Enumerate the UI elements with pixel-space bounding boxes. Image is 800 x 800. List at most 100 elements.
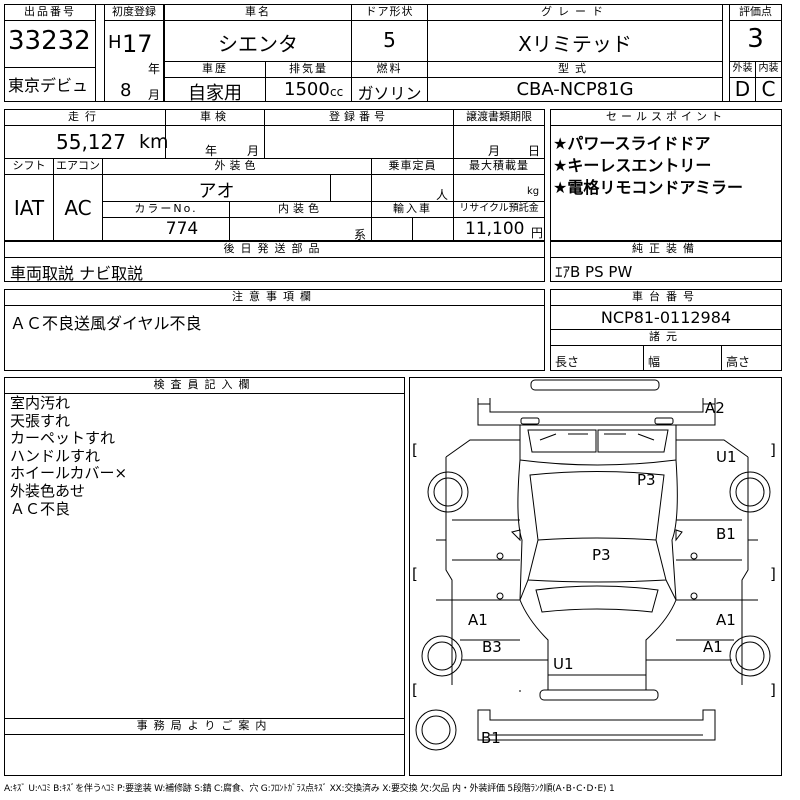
inspector-list: 室内汚れ 天張すれ カーペットすれ ハンドルすれ ホイールカバー× 外装色あせ … (10, 394, 128, 518)
ext-color-value: アオ (198, 181, 235, 202)
grade-header: グレード (427, 4, 723, 21)
inspector-item: ハンドルすれ (10, 446, 101, 465)
interior-grade-header: 内装 (755, 61, 782, 78)
diagram-wheel-fl-inner (433, 477, 463, 507)
int-color-header: 内装色 (229, 201, 372, 218)
diagram-right-side-2 (742, 539, 758, 601)
aircon-value: AC (64, 196, 92, 220)
capacity-header: 乗車定員 (371, 158, 454, 175)
displacement-header: 排気量 (265, 61, 352, 78)
equipment-value: ｴｱB PS PW (555, 263, 633, 281)
car-diagram: [ ] [ ] [ ] A2 P3 U1 P3 B1 A1 A1 B3 A1 U… (412, 379, 776, 751)
specs-length-label: 長さ (555, 355, 580, 369)
inspector-item: カーペットすれ (10, 429, 116, 448)
docs-deadline-month-unit: 月 (488, 144, 501, 158)
first-reg-cell (104, 20, 164, 102)
inspection-header: 車検 (165, 109, 265, 126)
notes-cell (4, 305, 545, 371)
door-value: 5 (383, 28, 396, 52)
capacity-unit: 人 (436, 188, 449, 202)
car-name-header: 車名 (164, 4, 352, 21)
recycle-header: リサイクル預託金 (453, 201, 545, 218)
fuel-header: 燃料 (351, 61, 428, 78)
diagram-front-bumper (477, 398, 716, 426)
diagram-spare-wheel (415, 709, 457, 751)
mark-left-rear: B3 (482, 638, 502, 656)
diagram-handle-rr (690, 592, 698, 600)
sales-point-3: ★電格リモコンドアミラー (553, 178, 744, 197)
recycle-value: 11,100 (465, 219, 525, 239)
history-value: 自家用 (188, 83, 242, 104)
diagram-wheel-fl (427, 471, 469, 513)
shift-value: IAT (13, 196, 45, 220)
mileage-value: 55,127 (56, 130, 126, 154)
diagram-wheel-rl-inner (427, 641, 457, 671)
inspector-item: ホイールカバー× (10, 464, 128, 483)
first-reg-year: 17 (122, 30, 153, 58)
diagram-roof-inner (527, 539, 667, 583)
first-reg-month: 8 (120, 80, 132, 101)
score-value: 3 (747, 24, 764, 54)
sales-point-2: ★キーレスエントリー (553, 156, 712, 175)
mark-front-left-fender: U1 (716, 448, 737, 466)
ext-color-header: 外装色 (102, 158, 372, 175)
aircon-header: エアコン (53, 158, 103, 175)
grade-value: Xリミテッド (518, 32, 632, 56)
diagram-top-strip (530, 379, 660, 391)
later-parts-value: 車両取説 ナビ取説 (10, 264, 144, 283)
exterior-grade-value: D (734, 77, 751, 101)
mark-rear-bumper: B1 (481, 729, 501, 747)
sales-points-header: セールスポイント (550, 109, 782, 126)
diagram-front-light-right (654, 417, 674, 425)
diagram-wheel-rr-inner (735, 641, 765, 671)
diagram-mirror-right (675, 529, 683, 542)
specs-height-label: 高さ (726, 355, 751, 369)
auction-no-value: 33232 (8, 26, 91, 56)
diagram-windshield (527, 429, 669, 453)
later-parts-header: 後日発送部品 (4, 241, 545, 258)
diagram-rear-glass (535, 585, 659, 613)
diagram-left-side (445, 439, 548, 685)
equipment-header: 純正装備 (550, 241, 782, 258)
diagram-handle-fr (690, 552, 698, 560)
displacement-unit: cc (330, 85, 344, 99)
diagram-rear-strip (539, 689, 659, 701)
mark-right-rear: A1 (703, 638, 723, 656)
mark-rear-gate: U1 (553, 655, 574, 673)
inspector-header: 検査員記入欄 (4, 377, 405, 394)
displacement-value: 1500 (284, 79, 330, 100)
diagram-spare-wheel-inner (421, 715, 451, 745)
venue-cell (4, 67, 96, 102)
import-cell-b (412, 217, 454, 241)
first-reg-header: 初度登録 (104, 4, 164, 21)
diagram-hood (519, 425, 677, 466)
diagram-left-side-2 (436, 539, 452, 601)
diagram-front-light-left (520, 417, 540, 425)
diagram-roof (529, 471, 665, 541)
mark-right-front-door: B1 (716, 525, 736, 543)
office-notice-cell (4, 734, 405, 776)
import-cell-a (371, 217, 413, 241)
mark-front: A2 (705, 399, 725, 417)
diagram-bracket: ] (770, 441, 776, 459)
sales-points-cell (550, 125, 782, 241)
chassis-no-header: 車台番号 (550, 289, 782, 306)
diagram-right-side (646, 439, 749, 685)
import-header: 輸入車 (371, 201, 454, 218)
docs-deadline-header: 譲渡書類期限 (453, 109, 545, 126)
equipment-cell (550, 257, 782, 282)
sales-point-1: ★パワースライドドア (553, 134, 711, 153)
inspector-item: 天張すれ (10, 411, 71, 430)
interior-grade-value: C (761, 77, 776, 101)
inspector-item: 室内汚れ (10, 394, 71, 412)
diagram-wheel-fr (729, 471, 771, 513)
notes-header: 注意事項欄 (4, 289, 545, 306)
specs-height-cell (721, 345, 782, 371)
diagram-wheel-fr-inner (735, 477, 765, 507)
mileage-header: 走行 (4, 109, 166, 126)
diagram-body-outline (517, 459, 678, 676)
ext-color-cell-extra (330, 174, 372, 202)
diagram-rear-window (519, 579, 677, 601)
legend-text: A:ｷｽﾞ U:ﾍｺﾐ B:ｷｽﾞを伴うﾍｺﾐ P:要塗装 W:補修跡 S:錆 … (4, 784, 615, 794)
int-color-cell (229, 217, 372, 241)
